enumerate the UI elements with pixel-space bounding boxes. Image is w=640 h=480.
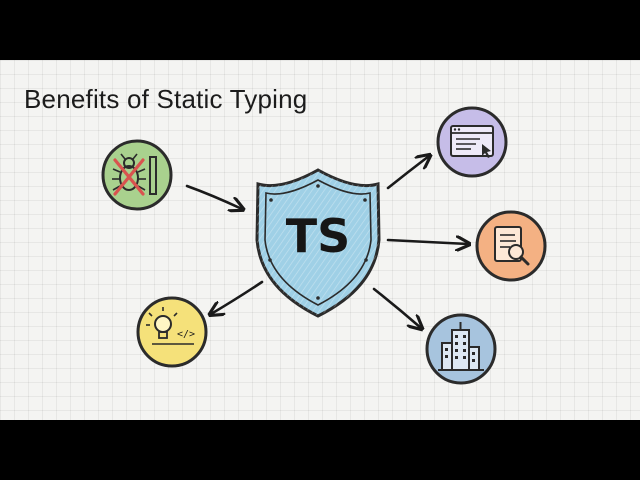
arrow-ts-to-editor bbox=[386, 156, 429, 190]
arrow-ts-to-building bbox=[372, 287, 421, 328]
shield-inner-border bbox=[264, 179, 372, 306]
connector-arrows bbox=[185, 156, 468, 328]
lightbulb-code-icon: </> bbox=[146, 307, 195, 345]
node-editor-tooling bbox=[436, 106, 508, 178]
ts-label: TS bbox=[286, 209, 351, 263]
letterbox-bottom bbox=[0, 420, 640, 480]
code-editor-window-icon bbox=[450, 125, 494, 158]
letterbox-top bbox=[0, 0, 640, 60]
arrow-ts-to-review bbox=[386, 240, 468, 244]
node-code-review bbox=[475, 210, 547, 282]
slide-canvas: Benefits of Static Typing bbox=[0, 60, 640, 420]
code-tag-glyph: </> bbox=[177, 329, 195, 340]
ts-shield: TS bbox=[255, 168, 381, 318]
node-bug-prevention bbox=[101, 139, 173, 211]
slide-title: Benefits of Static Typing bbox=[24, 84, 308, 114]
crossed-out-bug-icon bbox=[112, 153, 157, 196]
office-building-icon bbox=[438, 322, 484, 371]
node-scalability bbox=[425, 313, 497, 385]
node-code-readability: </> bbox=[136, 296, 208, 368]
document-magnifier-icon bbox=[494, 226, 530, 266]
shield-rivets bbox=[268, 184, 368, 300]
benefits-diagram: TS bbox=[101, 106, 547, 385]
arrow-ts-to-lightbulb bbox=[211, 280, 264, 314]
arrow-bug-to-ts bbox=[185, 184, 242, 209]
